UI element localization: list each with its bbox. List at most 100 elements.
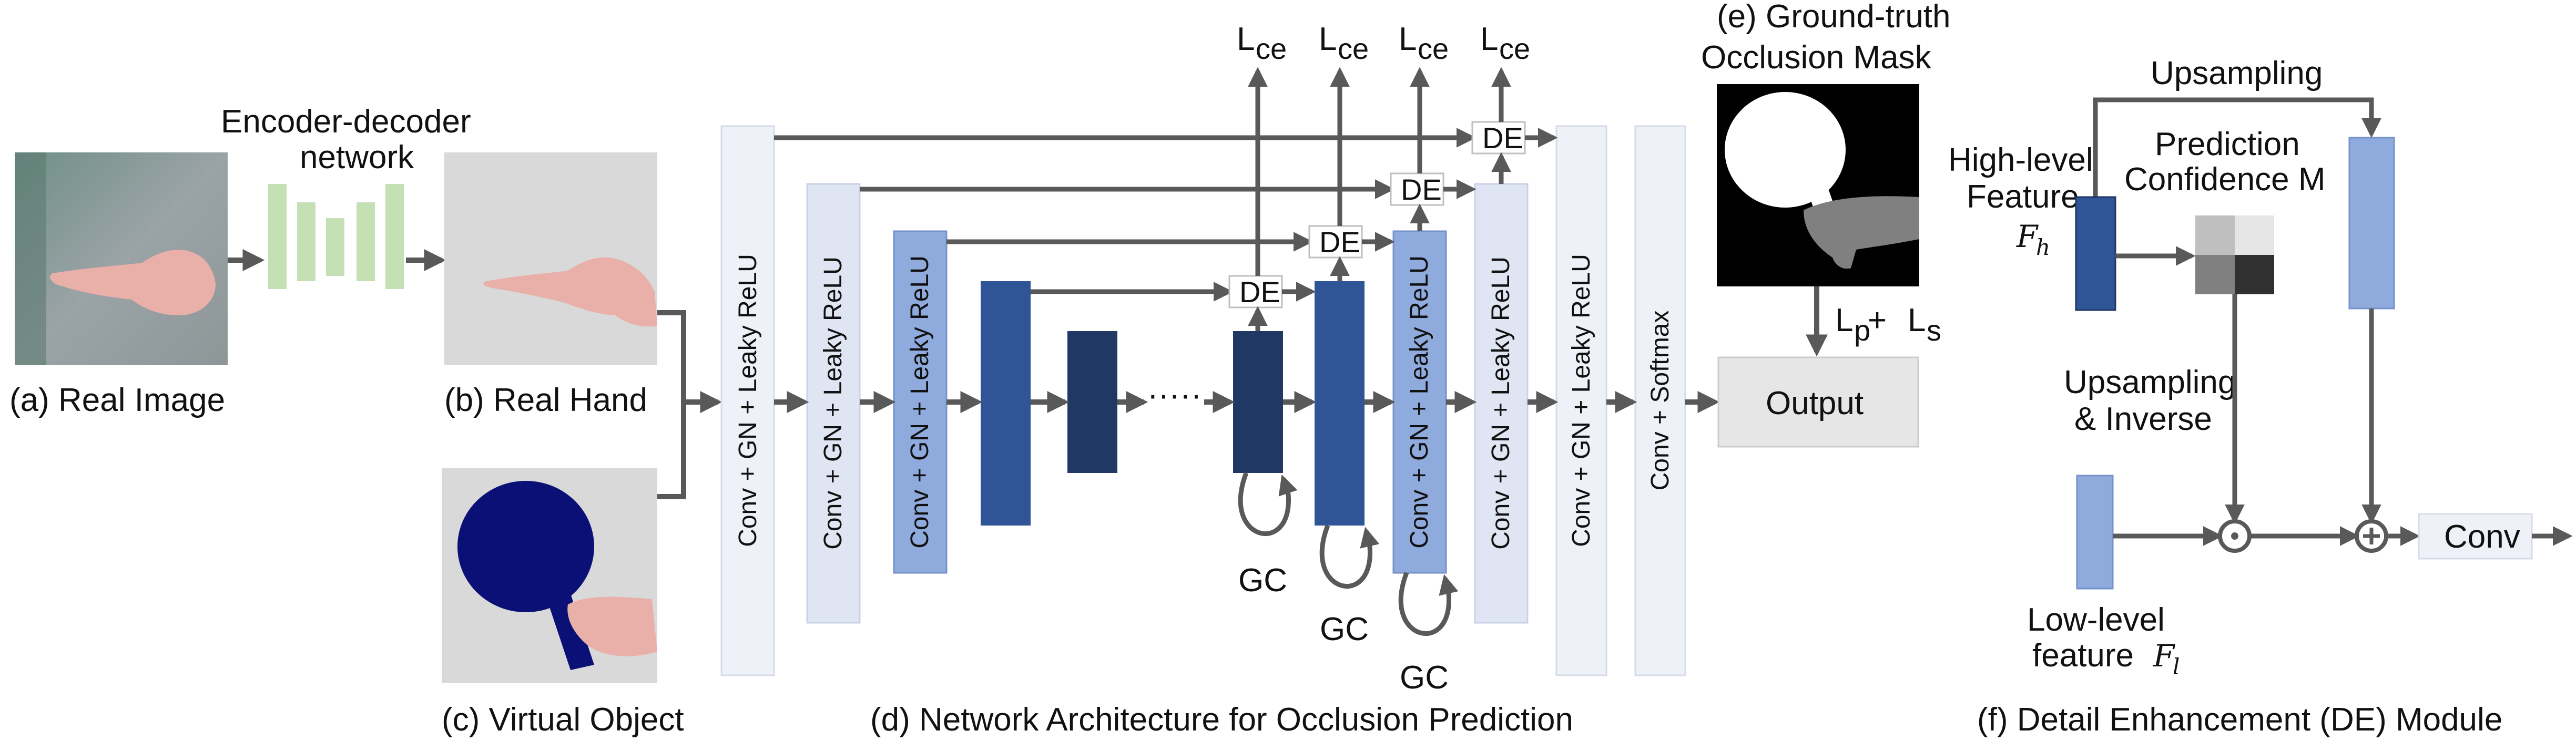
svg-text:L: L — [1237, 21, 1255, 57]
caption-virtual-object: (c) Virtual Object — [442, 702, 684, 738]
virtual-object-handle — [547, 594, 594, 670]
block-1-label: Conv + GN + Leaky ReLU — [734, 254, 762, 547]
caption-ground-truth-1: (e) Ground-truth — [1717, 0, 1951, 35]
gc-label-2: GC — [1320, 611, 1369, 647]
de-upsampling-label: Upsampling — [2151, 55, 2323, 91]
de-dot-operator — [2218, 519, 2252, 553]
conf-cell-3 — [2195, 255, 2235, 294]
svg-text:ce: ce — [1256, 32, 1287, 65]
de-box-2-label: DE — [1319, 225, 1360, 259]
conf-cell-2 — [2235, 215, 2274, 255]
de-upsampled-feature — [2348, 137, 2395, 310]
block-softmax-label: Conv + Softmax — [1646, 311, 1674, 491]
svg-text:L: L — [1908, 302, 1926, 338]
caption-real-hand: (b) Real Hand — [444, 382, 647, 418]
de-conv-label: Conv — [2444, 519, 2520, 555]
block-9-label: Conv + GN + Leaky ReLU — [1487, 256, 1515, 550]
caption-de-module: (f) Detail Enhancement (DE) Module — [1977, 702, 2502, 738]
svg-text:F: F — [2153, 638, 2175, 674]
de-low-level-feature — [2076, 475, 2114, 590]
de-box-1-label: DE — [1239, 275, 1280, 308]
enc-layer-3 — [326, 218, 344, 276]
block-2-label: Conv + GN + Leaky ReLU — [819, 256, 847, 550]
block-7 — [1315, 281, 1365, 526]
de-ups-inverse-line2: & Inverse — [2074, 401, 2212, 437]
enc-layer-2 — [297, 202, 315, 281]
de-confidence-map — [2195, 215, 2274, 294]
de-fl-symbol: F l — [2153, 638, 2180, 680]
svg-text:h: h — [2036, 234, 2050, 260]
de-ups-inverse-line1: Upsampling — [2064, 364, 2236, 400]
svg-text:ce: ce — [1418, 32, 1449, 65]
real-hand-photo — [444, 152, 657, 365]
de-conv-box — [2418, 513, 2533, 560]
block-8-label: Conv + GN + Leaky ReLU — [1406, 255, 1433, 549]
output-box — [1717, 356, 1919, 448]
svg-text:ce: ce — [1338, 32, 1369, 65]
block-3 — [893, 230, 948, 574]
gc-label-1: GC — [1238, 562, 1287, 599]
svg-text:l: l — [2173, 654, 2180, 680]
caption-ground-truth-2: Occlusion Mask — [1701, 39, 1932, 76]
de-plus-operator — [2355, 519, 2388, 553]
real-image-frame-stripe — [15, 152, 46, 365]
block-4 — [981, 281, 1031, 526]
lce-label-3: L ce — [1399, 21, 1449, 65]
lce-label-2: L ce — [1319, 21, 1369, 65]
gc-loop-3 — [1398, 572, 1459, 636]
de-confidence-line2: Confidence M — [2124, 161, 2326, 198]
de-confidence-line1: Prediction — [2155, 126, 2300, 162]
encoder-decoder-title: Encoder-decoder — [221, 104, 471, 140]
svg-text:L: L — [1319, 21, 1337, 57]
block-9 — [1474, 183, 1529, 624]
block-10-label: Conv + GN + Leaky ReLU — [1567, 254, 1595, 547]
encoder-decoder-subtitle: network — [300, 139, 414, 176]
virtual-object-hand — [567, 596, 657, 656]
de-high-level-line1: High-level — [1948, 142, 2093, 178]
de-high-level-line2: Feature — [1967, 179, 2079, 215]
lce-label-4: L ce — [1480, 21, 1530, 65]
de-fh-symbol: F h — [2016, 219, 2050, 260]
caption-network: (d) Network Architecture for Occlusion P… — [870, 702, 1573, 738]
conf-cell-1 — [2195, 215, 2235, 255]
virtual-object-panel — [442, 468, 657, 683]
virtual-object-paddle — [457, 481, 594, 612]
gc-label-3: GC — [1400, 660, 1449, 696]
svg-text:+: + — [1868, 302, 1887, 338]
enc-layer-4 — [357, 202, 375, 281]
de-box-3 — [1390, 172, 1444, 206]
block-5 — [1067, 331, 1117, 473]
conf-cell-4 — [2235, 255, 2274, 294]
lce-label-1: L ce — [1237, 21, 1287, 65]
loss-mask-label: L p + L s — [1835, 302, 1941, 347]
de-low-level-line1: Low-level — [2027, 602, 2165, 638]
ground-truth-mask — [1717, 84, 1919, 286]
arrow-hand-merge — [657, 310, 686, 499]
svg-text:L: L — [1480, 21, 1498, 57]
mask-paddle — [1725, 92, 1846, 208]
de-low-level-line2: feature — [2032, 637, 2134, 674]
caption-real-image: (a) Real Image — [9, 382, 225, 418]
gc-loop-2 — [1319, 524, 1380, 589]
real-image-panel — [15, 152, 228, 365]
ellipsis: ····· — [1147, 377, 1202, 413]
svg-text:ce: ce — [1499, 32, 1530, 65]
real-hand-panel — [444, 152, 657, 365]
enc-layer-5 — [385, 184, 404, 289]
gc-loop-1 — [1238, 472, 1298, 537]
enc-layer-1 — [268, 184, 287, 289]
svg-text:F: F — [2016, 219, 2039, 254]
block-1 — [720, 125, 775, 676]
de-upsampling-arrow — [2093, 97, 2381, 197]
encoder-decoder-network — [268, 184, 404, 289]
output-label: Output — [1766, 385, 1864, 421]
block-6 — [1233, 331, 1283, 473]
de-box-2 — [1308, 225, 1363, 259]
de-box-4-label: DE — [1482, 121, 1523, 155]
svg-text:L: L — [1399, 21, 1417, 57]
real-hand-hand — [483, 257, 657, 327]
svg-text:p: p — [1854, 314, 1870, 347]
real-image-hand — [50, 250, 216, 315]
mask-hand — [1804, 196, 1919, 269]
